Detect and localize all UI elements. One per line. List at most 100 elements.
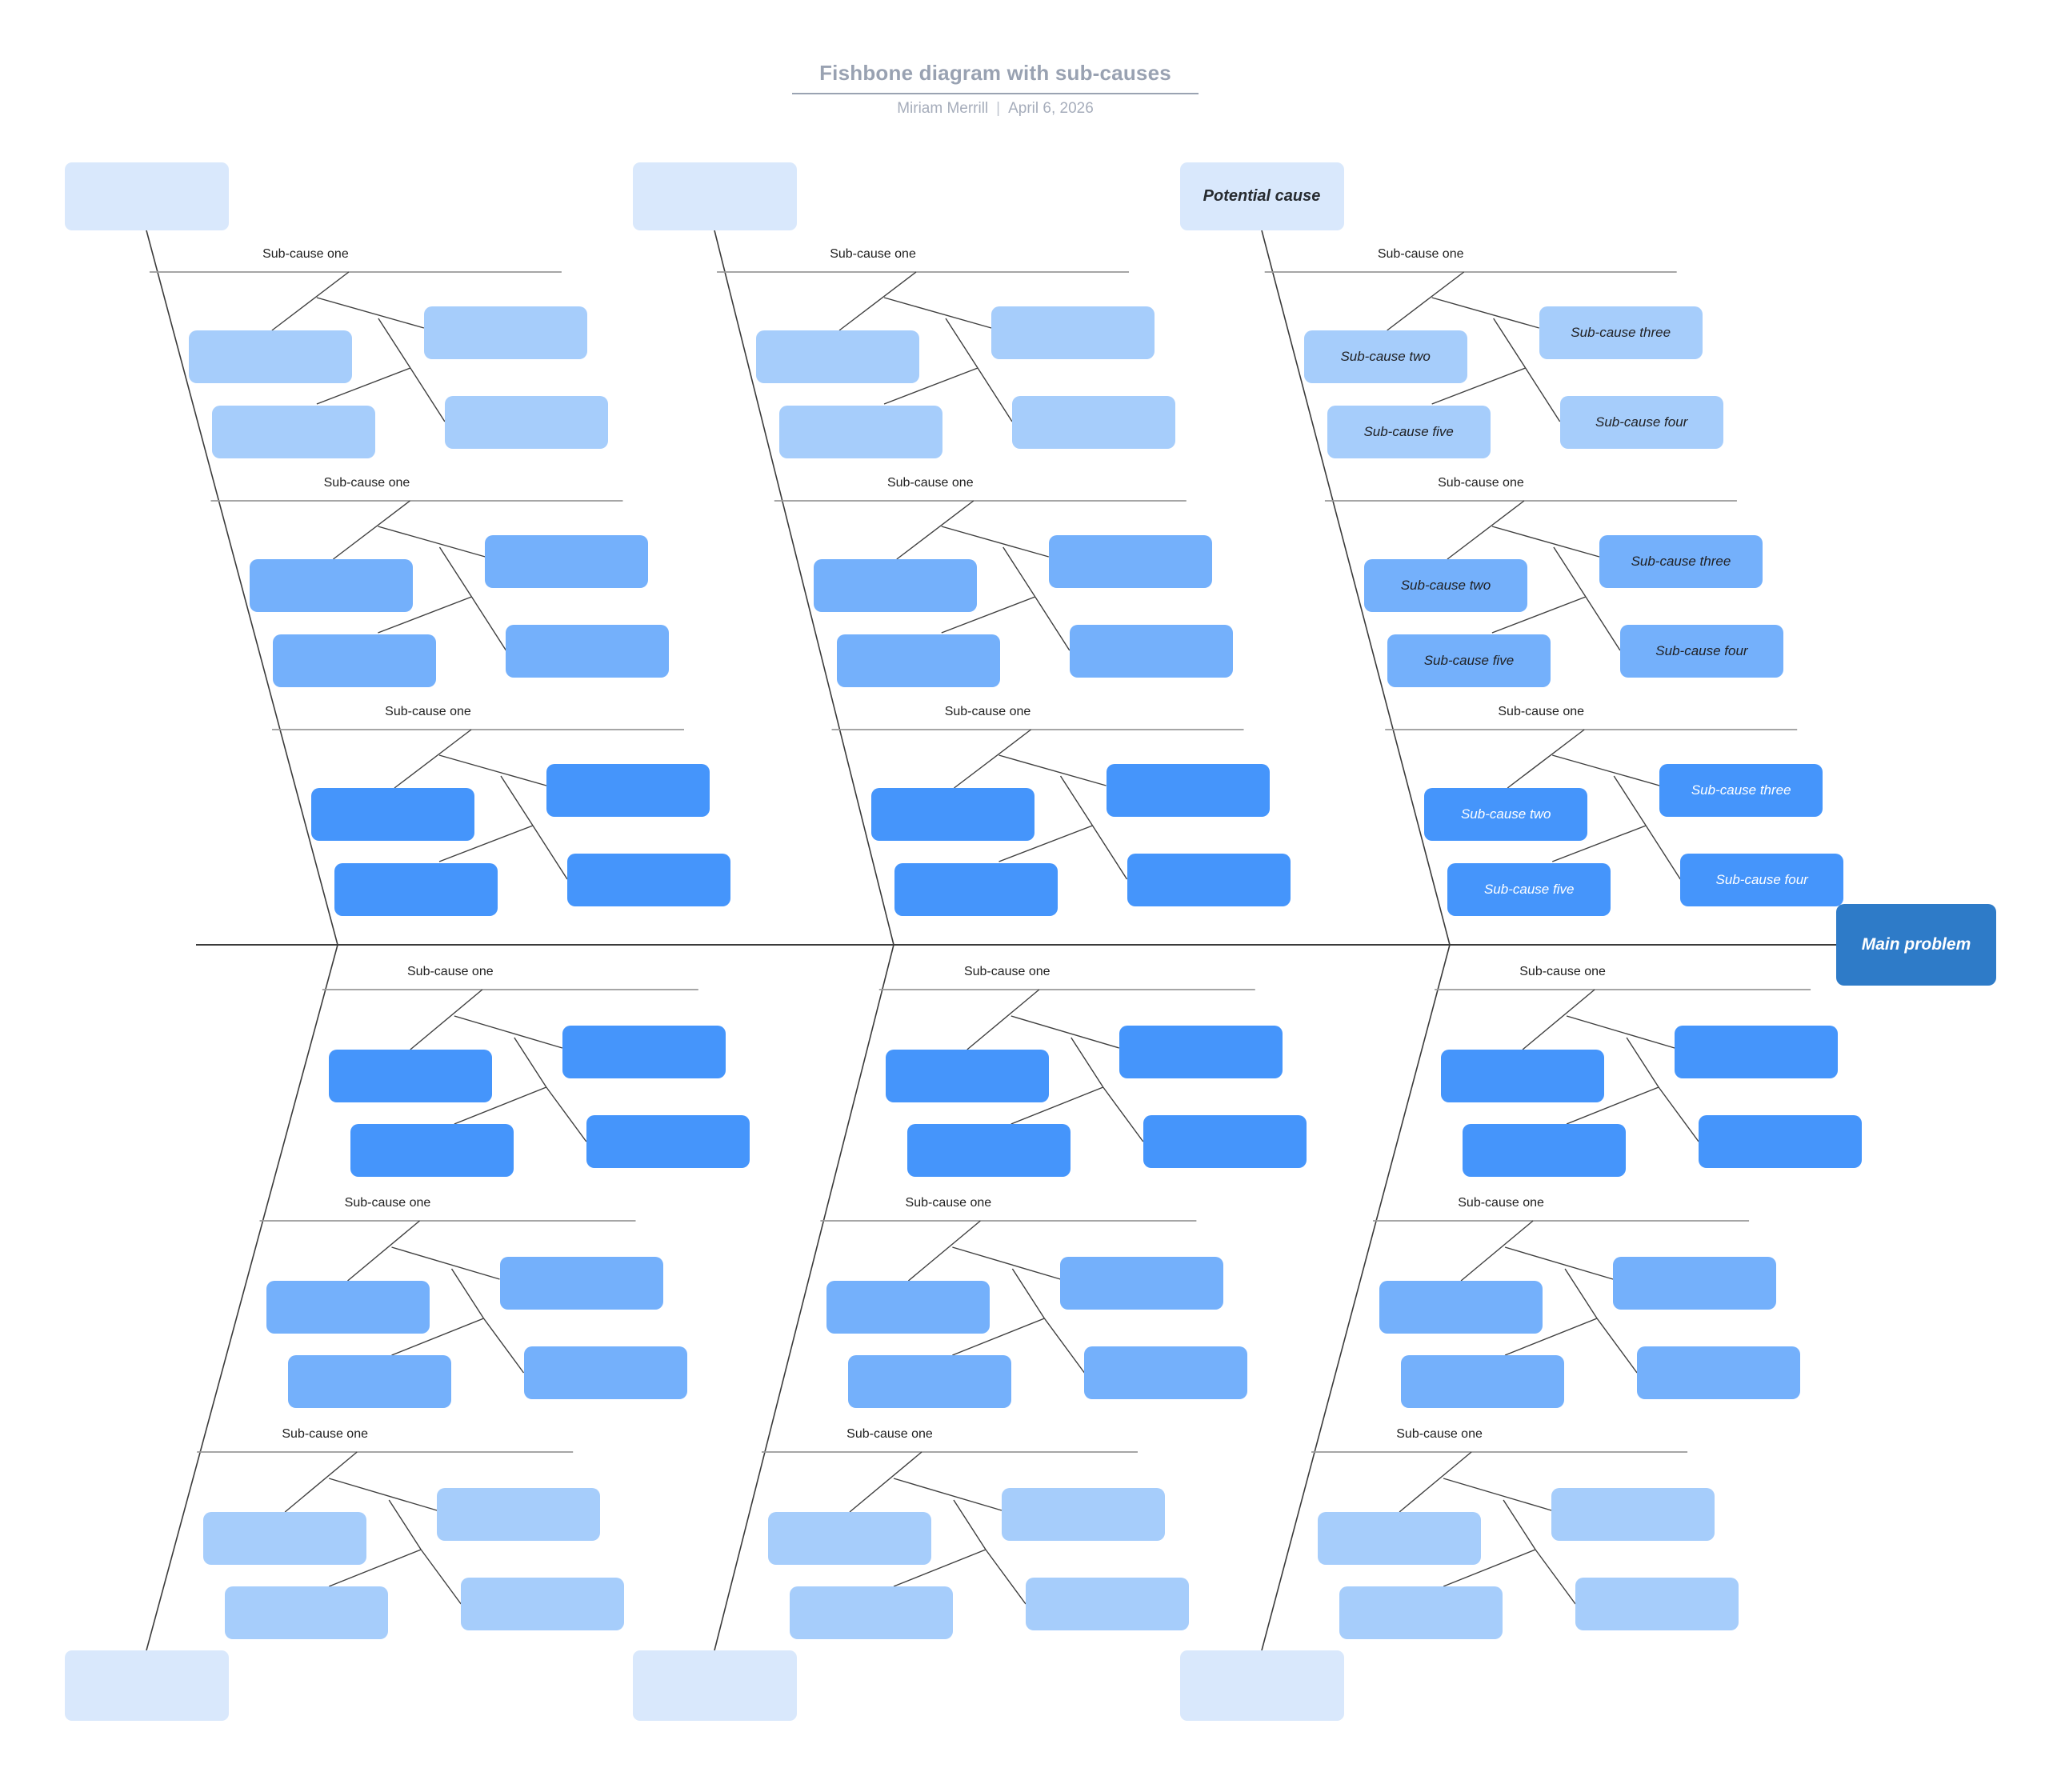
- sub-cause-box[interactable]: Sub-cause three: [1659, 764, 1823, 817]
- sub-cause-box[interactable]: [779, 406, 943, 458]
- sub-cause-box[interactable]: [1001, 1488, 1165, 1541]
- sub-cause-box[interactable]: Sub-cause five: [1387, 634, 1551, 687]
- rib-label[interactable]: Sub-cause one: [1438, 476, 1524, 490]
- sub-cause-box[interactable]: [1127, 854, 1291, 906]
- sub-cause-box[interactable]: [1441, 1050, 1605, 1102]
- sub-cause-box[interactable]: [1318, 1512, 1482, 1565]
- rib-label[interactable]: Sub-cause one: [905, 1196, 992, 1210]
- sub-cause-box[interactable]: [567, 854, 730, 906]
- sub-cause-box[interactable]: [767, 1512, 931, 1565]
- sub-cause-box[interactable]: [211, 406, 375, 458]
- sub-cause-box[interactable]: Sub-cause two: [1424, 788, 1588, 841]
- sub-cause-box[interactable]: [1025, 1578, 1189, 1630]
- sub-cause-box[interactable]: Sub-cause three: [1539, 306, 1703, 359]
- connector-line: [883, 297, 992, 329]
- sub-cause-box[interactable]: [188, 330, 352, 383]
- sub-cause-box[interactable]: [328, 1050, 492, 1102]
- category-box[interactable]: [1179, 1650, 1344, 1721]
- potential-cause-box[interactable]: Potential cause: [1179, 162, 1344, 230]
- sub-cause-box[interactable]: [423, 306, 587, 359]
- sub-cause-box[interactable]: [586, 1115, 750, 1168]
- main-problem-box[interactable]: Main problem: [1836, 904, 1996, 986]
- sub-cause-box[interactable]: [870, 788, 1035, 841]
- sub-cause-box[interactable]: [1379, 1281, 1543, 1334]
- sub-cause-box[interactable]: [991, 306, 1155, 359]
- rib-label[interactable]: Sub-cause one: [963, 965, 1051, 978]
- sub-cause-box[interactable]: [1575, 1578, 1739, 1630]
- rib-label[interactable]: Sub-cause one: [1519, 965, 1606, 978]
- sub-cause-box[interactable]: [1143, 1115, 1307, 1168]
- sub-cause-box[interactable]: [273, 634, 437, 687]
- connector-line: [546, 1086, 587, 1142]
- connector-line: [1626, 1037, 1659, 1088]
- sub-cause-box[interactable]: [1613, 1257, 1777, 1310]
- sub-cause-box[interactable]: Sub-cause four: [1559, 396, 1723, 449]
- sub-cause-box[interactable]: [437, 1488, 601, 1541]
- sub-cause-box[interactable]: [225, 1586, 389, 1639]
- rib-label[interactable]: Sub-cause one: [406, 965, 494, 978]
- rib-label[interactable]: Sub-cause one: [282, 1427, 369, 1441]
- category-box[interactable]: [64, 162, 229, 230]
- sub-cause-box[interactable]: [485, 535, 649, 588]
- category-box[interactable]: [632, 1650, 797, 1721]
- rib-label[interactable]: Sub-cause one: [344, 1196, 431, 1210]
- sub-cause-box[interactable]: [848, 1355, 1012, 1408]
- sub-cause-box[interactable]: Sub-cause four: [1619, 625, 1783, 678]
- sub-cause-box[interactable]: [1637, 1346, 1801, 1399]
- sub-cause-box[interactable]: [1339, 1586, 1503, 1639]
- sub-cause-box[interactable]: [350, 1124, 514, 1177]
- sub-cause-box[interactable]: [311, 788, 474, 841]
- sub-cause-box[interactable]: [813, 559, 977, 612]
- sub-cause-box[interactable]: [287, 1355, 451, 1408]
- category-box[interactable]: [64, 1650, 229, 1721]
- sub-cause-box[interactable]: [1463, 1124, 1627, 1177]
- sub-cause-box[interactable]: [894, 863, 1058, 916]
- sub-cause-box[interactable]: Sub-cause four: [1680, 854, 1844, 906]
- sub-cause-box[interactable]: [499, 1257, 663, 1310]
- sub-cause-box[interactable]: [1675, 1026, 1839, 1078]
- sub-cause-box[interactable]: Sub-cause five: [1447, 863, 1611, 916]
- rib-label[interactable]: Sub-cause one: [385, 705, 471, 718]
- rib-label[interactable]: Sub-cause one: [830, 247, 916, 261]
- sub-cause-box[interactable]: [836, 634, 1000, 687]
- category-box[interactable]: [632, 162, 797, 230]
- sub-cause-box[interactable]: [1060, 1257, 1224, 1310]
- sub-cause-box[interactable]: [1069, 625, 1233, 678]
- rib-label[interactable]: Sub-cause one: [886, 476, 974, 490]
- sub-cause-box[interactable]: [1106, 764, 1270, 817]
- sub-cause-box[interactable]: [1119, 1026, 1283, 1078]
- rib-label[interactable]: Sub-cause one: [1396, 1427, 1483, 1441]
- sub-cause-box[interactable]: [1084, 1346, 1248, 1399]
- sub-cause-box[interactable]: [756, 330, 920, 383]
- sub-cause-box[interactable]: [546, 764, 710, 817]
- sub-cause-box[interactable]: [334, 863, 498, 916]
- sub-cause-box[interactable]: Sub-cause two: [1303, 330, 1467, 383]
- sub-cause-box[interactable]: [1012, 396, 1176, 449]
- rib-label[interactable]: Sub-cause one: [846, 1427, 933, 1441]
- sub-cause-box[interactable]: [506, 625, 670, 678]
- rib-label[interactable]: Sub-cause one: [1377, 247, 1464, 261]
- rib-label[interactable]: Sub-cause one: [1458, 1196, 1544, 1210]
- sub-cause-box[interactable]: Sub-cause three: [1599, 535, 1763, 588]
- sub-cause-box[interactable]: [906, 1124, 1071, 1177]
- sub-cause-box[interactable]: [1699, 1115, 1863, 1168]
- rib-label[interactable]: Sub-cause one: [323, 476, 410, 490]
- sub-cause-box[interactable]: [885, 1050, 1049, 1102]
- sub-cause-box[interactable]: [789, 1586, 953, 1639]
- rib-label[interactable]: Sub-cause one: [1498, 705, 1585, 718]
- sub-cause-box[interactable]: [562, 1026, 726, 1078]
- sub-cause-box[interactable]: [461, 1578, 625, 1630]
- sub-cause-box[interactable]: [1048, 535, 1212, 588]
- sub-cause-box[interactable]: [1551, 1488, 1715, 1541]
- sub-cause-box[interactable]: [1401, 1355, 1565, 1408]
- sub-cause-box[interactable]: [523, 1346, 687, 1399]
- rib-label[interactable]: Sub-cause one: [262, 247, 349, 261]
- rib-label[interactable]: Sub-cause one: [944, 705, 1031, 718]
- sub-cause-box[interactable]: Sub-cause two: [1363, 559, 1527, 612]
- sub-cause-box[interactable]: [444, 396, 608, 449]
- sub-cause-box[interactable]: [203, 1512, 367, 1565]
- sub-cause-box[interactable]: [826, 1281, 990, 1334]
- sub-cause-box[interactable]: Sub-cause five: [1327, 406, 1491, 458]
- sub-cause-box[interactable]: [266, 1281, 430, 1334]
- sub-cause-box[interactable]: [250, 559, 414, 612]
